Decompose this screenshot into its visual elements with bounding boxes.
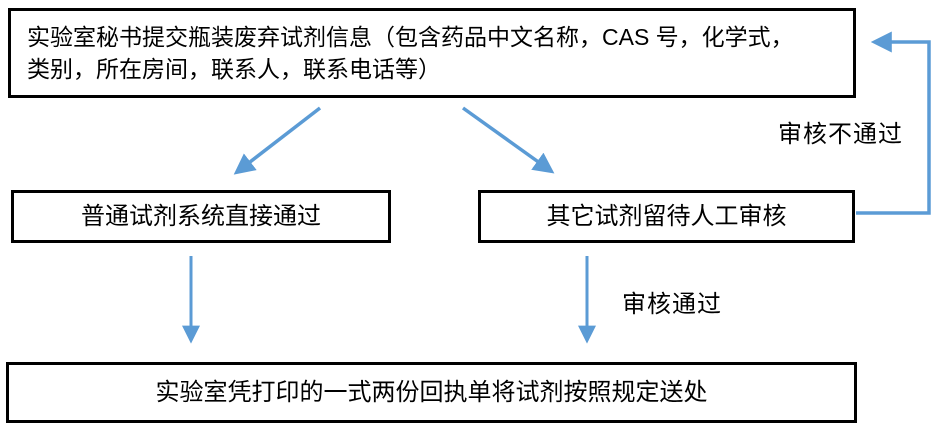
arrow-top-to-left — [233, 106, 322, 175]
flow-node-deliver-reagent-label: 实验室凭打印的一式两份回执单将试剂按照规定送处 — [155, 378, 708, 406]
flow-node-submit-info-line1: 实验室秘书提交瓶装废弃试剂信息（包含药品中文名称，CAS 号，化学式， — [27, 24, 794, 50]
edge-label-review-rejected: 审核不通过 — [778, 121, 903, 148]
arrow-top-to-right — [461, 106, 555, 174]
flow-node-deliver-reagent: 实验室凭打印的一式两份回执单将试剂按照规定送处 — [6, 362, 857, 423]
flow-node-submit-info-line2: 类别，所在房间，联系人，联系电话等） — [27, 56, 441, 82]
flow-node-common-reagent-auto-pass-label: 普通试剂系统直接通过 — [81, 202, 321, 230]
edge-label-review-approved: 审核通过 — [622, 291, 722, 318]
flow-node-other-reagent-manual-review-label: 其它试剂留待人工审核 — [546, 202, 787, 230]
flow-node-other-reagent-manual-review: 其它试剂留待人工审核 — [478, 190, 855, 243]
flow-node-common-reagent-auto-pass: 普通试剂系统直接通过 — [11, 190, 391, 243]
flow-node-submit-info: 实验室秘书提交瓶装废弃试剂信息（包含药品中文名称，CAS 号，化学式， 类别，所… — [8, 8, 856, 98]
